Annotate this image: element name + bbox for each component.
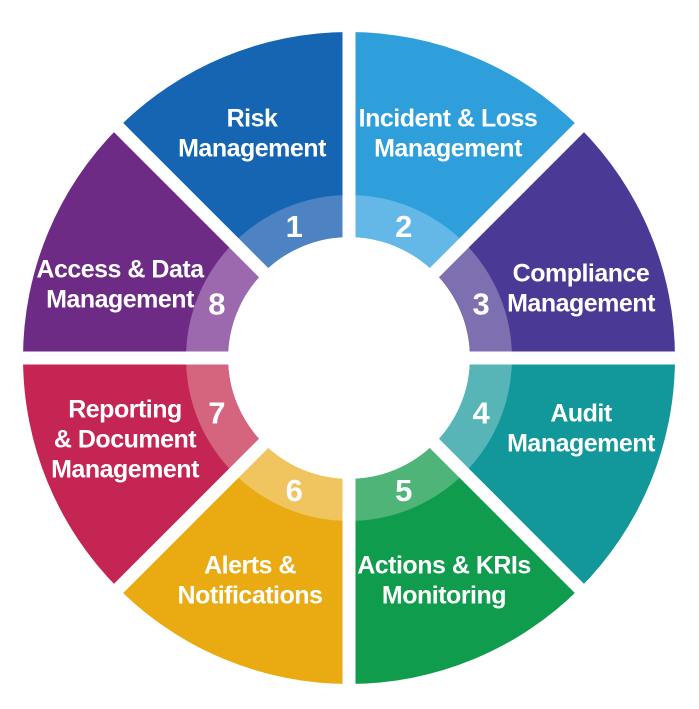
segment-divider bbox=[344, 353, 595, 604]
segment-inner-band bbox=[233, 195, 349, 273]
segment-number: 7 bbox=[208, 396, 225, 431]
segment-divider bbox=[344, 112, 595, 363]
segment-inner-band bbox=[349, 443, 465, 522]
segment-number: 5 bbox=[395, 473, 412, 508]
segment-number: 4 bbox=[472, 396, 490, 431]
segment-number: 1 bbox=[286, 209, 303, 244]
segment-divider bbox=[103, 112, 354, 363]
segment-number: 6 bbox=[286, 473, 303, 508]
segment-number: 2 bbox=[395, 209, 412, 244]
segment-inner-band bbox=[185, 242, 264, 358]
segment-inner-band bbox=[434, 358, 512, 474]
segment-inner-band bbox=[349, 195, 465, 273]
segment-inner-band bbox=[233, 443, 349, 521]
segment-inner-band bbox=[434, 242, 512, 358]
segment-inner-band bbox=[186, 358, 264, 474]
segment-number: 8 bbox=[208, 286, 225, 321]
segment-label: Alerts &Notifications bbox=[178, 552, 323, 610]
segment-number: 3 bbox=[472, 286, 489, 321]
segment-divider bbox=[103, 353, 354, 604]
